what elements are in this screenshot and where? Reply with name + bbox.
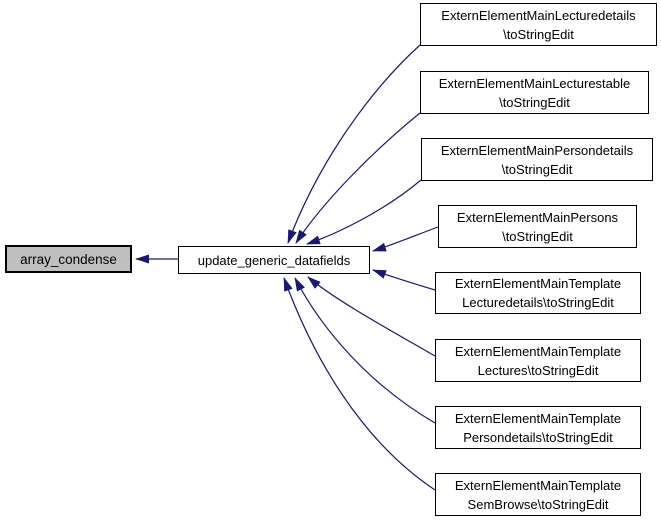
node-array-condense: array_condense xyxy=(5,245,132,273)
node-update-generic-datafields[interactable]: update_generic_datafields xyxy=(178,246,370,274)
node-label-line1: ExternElementMainPersons xyxy=(456,209,619,225)
node-label-line2: \toStringEdit xyxy=(502,228,573,244)
node-template-lectures-tostringedit[interactable]: ExternElementMainTemplate Lectures\toStr… xyxy=(435,339,641,382)
edge-persondetails-to-hub xyxy=(306,179,422,245)
node-label: array_condense xyxy=(20,251,117,267)
node-label-line1: ExternElementMainPersondetails xyxy=(440,142,634,158)
edge-lecturestable-to-hub xyxy=(295,112,421,244)
node-template-sembrowse-tostringedit[interactable]: ExternElementMainTemplate SemBrowse\toSt… xyxy=(435,473,641,516)
edge-template-lecturedetails-to-hub xyxy=(372,269,436,291)
edge-template-sembrowse-to-hub xyxy=(283,277,436,491)
node-label-line2: \toStringEdit xyxy=(503,26,574,42)
node-label-line1: ExternElementMainTemplate xyxy=(454,477,622,493)
node-template-persondetails-tostringedit[interactable]: ExternElementMainTemplate Persondetails\… xyxy=(435,406,641,449)
edge-template-lectures-to-hub xyxy=(307,276,436,357)
node-lecturedetails-tostringedit[interactable]: ExternElementMainLecturedetails \toStrin… xyxy=(420,3,657,46)
node-label-line2: \toStringEdit xyxy=(499,94,570,110)
node-template-lecturedetails-tostringedit[interactable]: ExternElementMainTemplate Lecturedetails… xyxy=(435,272,641,314)
edge-template-persondetails-to-hub xyxy=(294,277,436,424)
node-label-line2: SemBrowse\toStringEdit xyxy=(467,496,609,512)
node-label: update_generic_datafields xyxy=(197,252,351,268)
node-label-line1: ExternElementMainTemplate xyxy=(454,276,622,291)
node-lecturestable-tostringedit[interactable]: ExternElementMainLecturestable \toString… xyxy=(420,71,649,114)
node-label-line1: ExternElementMainTemplate xyxy=(454,410,622,426)
node-label-line2: Lecturedetails\toStringEdit xyxy=(462,295,614,310)
node-persons-tostringedit[interactable]: ExternElementMainPersons \toStringEdit xyxy=(438,205,637,248)
node-label-line2: \toStringEdit xyxy=(501,161,573,177)
node-label-line1: ExternElementMainTemplate xyxy=(454,343,622,359)
node-label-line1: ExternElementMainLecturedetails xyxy=(441,7,636,23)
edge-persons-to-hub xyxy=(372,226,439,252)
node-persondetails-tostringedit[interactable]: ExternElementMainPersondetails \toString… xyxy=(421,138,653,181)
edge-lecturedetails-to-hub xyxy=(287,44,421,244)
node-label-line1: ExternElementMainLecturestable xyxy=(438,75,631,91)
node-label-line2: Persondetails\toStringEdit xyxy=(463,429,613,445)
node-label-line2: Lectures\toStringEdit xyxy=(477,362,599,378)
